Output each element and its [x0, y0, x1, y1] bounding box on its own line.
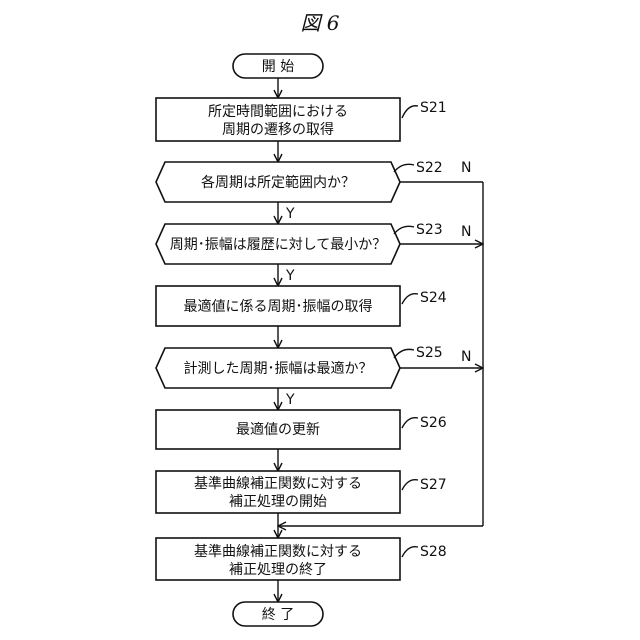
s23-yes-label: Y — [285, 268, 295, 284]
start-label: 開 始 — [262, 59, 294, 75]
s25-leader — [394, 349, 414, 358]
s27-leader — [402, 480, 418, 490]
s26-leader — [402, 418, 418, 428]
s22-label: S22 — [416, 160, 443, 176]
s27-line-2: 補正処理の開始 — [229, 494, 327, 510]
figure-title: 図 6 — [300, 11, 339, 35]
s28-line-1: 基準曲線補正関数に対する — [194, 543, 362, 560]
s21-leader — [402, 106, 418, 118]
s24-leader — [402, 294, 418, 304]
s27-label: S27 — [420, 477, 447, 493]
s26-text: 最適値の更新 — [236, 421, 320, 438]
s23-leader — [394, 226, 414, 234]
s22-text: 各周期は所定範囲内か？ — [201, 174, 355, 191]
s28-line-2: 補正処理の終了 — [229, 562, 327, 578]
s24-label: S24 — [420, 290, 447, 306]
end-label: 終 了 — [262, 607, 294, 623]
s22-no-label: N — [461, 160, 471, 176]
s27-line-1: 基準曲線補正関数に対する — [194, 475, 362, 492]
s25-label: S25 — [416, 345, 443, 361]
s25-no-label: N — [461, 349, 471, 365]
s23-label: S23 — [416, 222, 443, 238]
s21-line-2: 周期の遷移の取得 — [222, 121, 334, 138]
s21-line-1: 所定時間範囲における — [208, 103, 348, 120]
s25-yes-label: Y — [285, 392, 295, 408]
s28-label: S28 — [420, 544, 447, 560]
s22-yes-label: Y — [285, 206, 295, 222]
s28-leader — [402, 547, 418, 557]
s24-text: 最適値に係る周期･振幅の取得 — [184, 298, 373, 315]
s21-label: S21 — [420, 100, 447, 116]
s25-text: 計測した周期･振幅は最適か？ — [184, 360, 373, 377]
s22-leader — [394, 164, 414, 172]
s26-label: S26 — [420, 415, 447, 431]
s23-text: 周期･振幅は履歴に対して最小か？ — [170, 237, 387, 253]
s23-no-label: N — [461, 224, 471, 240]
